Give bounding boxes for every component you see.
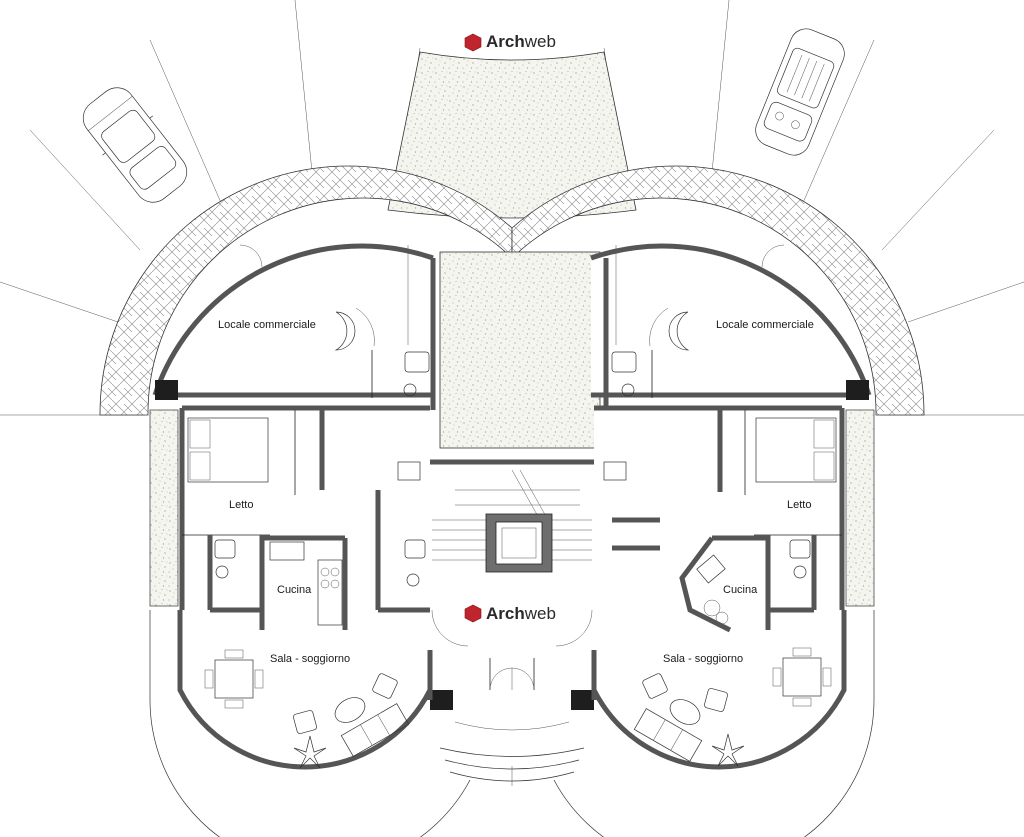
- label-living-right: Sala - soggiorno: [663, 653, 743, 665]
- bed-left-icon: [187, 417, 269, 483]
- dining-table-right-icon: [782, 657, 822, 697]
- paving-ring: [99, 165, 925, 416]
- label-kitchen-left: Cucina: [277, 584, 312, 596]
- stair-core: [427, 459, 597, 700]
- car-left-icon: [82, 87, 188, 203]
- garden-side-left: [149, 409, 179, 607]
- brand-logo-center-icon: [464, 604, 482, 623]
- plant-left-icon: [293, 735, 327, 769]
- label-shop-left: Locale commerciale: [218, 319, 316, 331]
- shop-left: [152, 243, 436, 410]
- apartment-left: [177, 405, 453, 770]
- plant-right-icon: [711, 733, 745, 767]
- shop-right: [590, 243, 872, 410]
- garden-side-right: [845, 409, 875, 607]
- entrance-steps: [439, 721, 585, 786]
- label-living-left: Sala - soggiorno: [270, 653, 350, 665]
- apartment-right: [571, 405, 847, 770]
- sofa-left-icon: [340, 703, 410, 757]
- label-bedroom-right: Letto: [787, 499, 811, 511]
- label-bedroom-left: Letto: [229, 499, 253, 511]
- svg-text:Archweb: Archweb: [486, 604, 556, 623]
- outer-arc-left: [149, 610, 471, 837]
- brand-logo-icon: [464, 33, 482, 52]
- bed-right-icon: [755, 417, 837, 483]
- label-kitchen-right: Cucina: [723, 584, 758, 596]
- svg-text:Archweb: Archweb: [486, 32, 556, 51]
- label-shop-right: Locale commerciale: [716, 319, 814, 331]
- brand-logo-top: Archweb: [464, 32, 556, 52]
- car-right-icon: [755, 28, 845, 156]
- brand-logo-center: Archweb: [464, 604, 556, 623]
- sofa-right-icon: [633, 708, 703, 762]
- outer-arc-right: [553, 610, 875, 837]
- dining-table-left-icon: [214, 659, 254, 699]
- garden-central: [439, 251, 601, 449]
